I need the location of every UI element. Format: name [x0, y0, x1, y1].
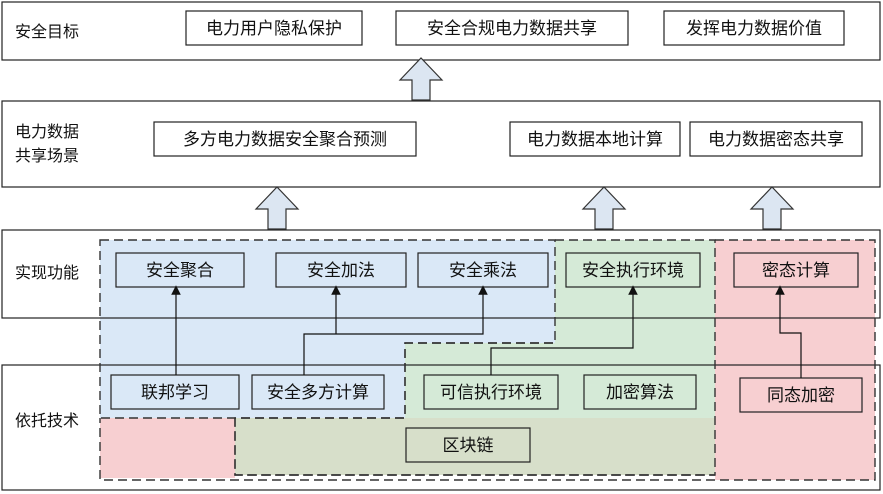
tech-box-mpc: 安全多方计算	[251, 374, 385, 410]
olive-dashed-outline	[234, 418, 715, 476]
scenario-box-local-compute: 电力数据本地计算	[509, 121, 681, 157]
svg-text:电力数据密态共享: 电力数据密态共享	[708, 130, 844, 150]
function-box-secure-multiplication: 安全乘法	[417, 252, 549, 288]
svg-text:加密算法: 加密算法	[606, 383, 674, 403]
goal-up-arrow	[398, 57, 444, 101]
svg-text:联邦学习: 联邦学习	[141, 383, 209, 403]
goals-layer-label: 安全目标	[15, 22, 79, 41]
scenario-up-arrow-2	[581, 186, 627, 230]
scenario-up-arrow-3	[749, 186, 795, 230]
svg-text:安全执行环境: 安全执行环境	[582, 261, 684, 281]
svg-text:发挥电力数据价值: 发挥电力数据价值	[686, 19, 822, 39]
function-box-secure-aggregation: 安全聚合	[115, 252, 245, 288]
functions-layer	[1, 229, 881, 319]
scenarios-layer	[1, 100, 881, 188]
arrow-mpc-to-add-mul	[303, 285, 488, 375]
function-box-secure-addition: 安全加法	[275, 252, 407, 288]
arrow-homomorphic-to-encrypted-compute	[775, 285, 802, 378]
scenarios-layer-label-line2: 共享场景	[15, 146, 79, 165]
arrow-tee-to-execution-env	[490, 285, 638, 375]
svg-text:区块链: 区块链	[443, 436, 494, 456]
scenario-up-arrow-1	[254, 186, 300, 230]
svg-text:同态加密: 同态加密	[767, 386, 835, 406]
goals-layer	[1, 1, 881, 61]
technologies-layer	[1, 364, 881, 491]
scenario-box-aggregation-forecast: 多方电力数据安全聚合预测	[153, 121, 417, 157]
scenario-box-encrypted-sharing: 电力数据密态共享	[689, 121, 863, 157]
scenarios-layer-label-line1: 电力数据	[15, 122, 79, 141]
tech-box-tee: 可信执行环境	[423, 374, 559, 410]
svg-text:电力用户隐私保护: 电力用户隐私保护	[206, 19, 342, 39]
tech-box-federated-learning: 联邦学习	[110, 374, 240, 410]
tech-box-blockchain: 区块链	[405, 427, 531, 463]
goal-box-privacy: 电力用户隐私保护	[185, 10, 363, 46]
svg-text:安全加法: 安全加法	[307, 261, 375, 281]
tech-box-encryption-algorithm: 加密算法	[583, 374, 697, 410]
function-box-encrypted-compute: 密态计算	[733, 252, 859, 288]
svg-text:可信执行环境: 可信执行环境	[440, 383, 542, 403]
function-box-secure-execution-env: 安全执行环境	[565, 252, 701, 288]
goal-box-compliant-sharing: 安全合规电力数据共享	[395, 10, 629, 46]
svg-text:密态计算: 密态计算	[762, 261, 830, 281]
svg-text:安全多方计算: 安全多方计算	[267, 383, 369, 403]
svg-text:安全聚合: 安全聚合	[146, 261, 214, 281]
svg-text:安全乘法: 安全乘法	[449, 261, 517, 281]
svg-text:多方电力数据安全聚合预测: 多方电力数据安全聚合预测	[183, 130, 387, 150]
functions-layer-label: 实现功能	[15, 263, 79, 282]
svg-text:安全合规电力数据共享: 安全合规电力数据共享	[427, 19, 597, 39]
red-dashed-outline	[99, 239, 876, 481]
goal-box-data-value: 发挥电力数据价值	[663, 10, 845, 46]
svg-text:电力数据本地计算: 电力数据本地计算	[527, 130, 663, 150]
technologies-layer-label: 依托技术	[15, 411, 79, 430]
red-region-lower	[100, 418, 235, 478]
tech-box-homomorphic-encryption: 同态加密	[739, 377, 863, 413]
